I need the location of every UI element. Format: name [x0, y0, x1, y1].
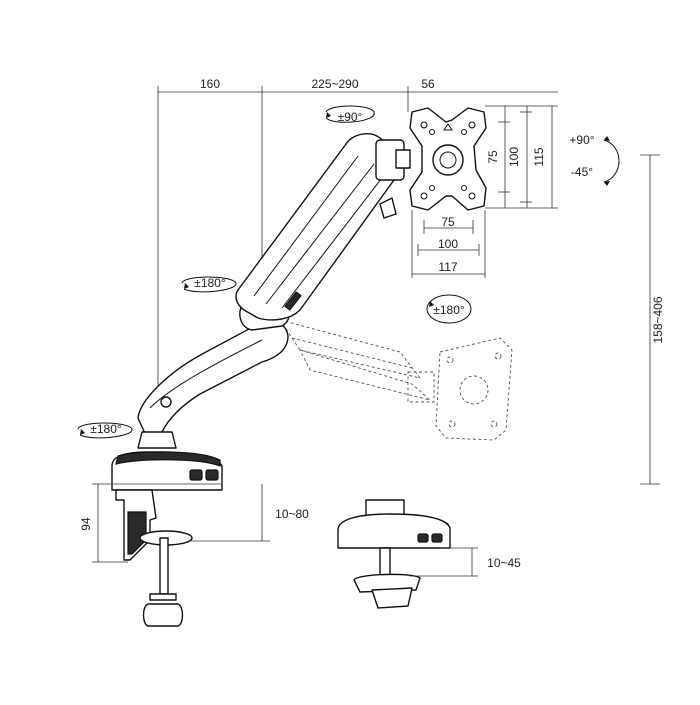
tilt-up-label: +90° [569, 133, 594, 147]
vesa-h-100-label: 100 [438, 237, 458, 251]
vesa-horizontal-dimensions [411, 210, 486, 278]
tilt-arrow [603, 136, 620, 186]
vesa-vertical-dimensions [485, 105, 558, 209]
clamp-dimension-lines [92, 483, 270, 563]
reach-1-label: 160 [200, 77, 220, 91]
lowered-arm-ghost [278, 319, 513, 441]
rotate-plate-badge [426, 294, 472, 324]
vesa-v-100-label: 100 [507, 147, 521, 167]
swivel-base-label: ±180° [90, 422, 122, 436]
swivel-mid-label: ±180° [194, 276, 226, 290]
grommet-range-label: 10~45 [487, 556, 521, 570]
swivel-mid-badge [181, 276, 237, 293]
vesa-h-75-label: 75 [441, 215, 455, 229]
clamp-height-label: 94 [79, 517, 93, 531]
tilt-down-label: -45° [571, 165, 593, 179]
monitor-arm [137, 133, 411, 441]
vesa-v-75-label: 75 [486, 150, 500, 164]
swivel-head-label: ±90° [338, 110, 363, 124]
swivel-base-badge [77, 422, 133, 439]
plate-width-label: 117 [438, 260, 457, 274]
plate-height-label: 115 [532, 147, 546, 166]
vesa-plate [409, 107, 487, 211]
height-range-label: 158~406 [651, 296, 665, 343]
swivel-head-badge [325, 105, 375, 123]
rotate-plate-label: ±180° [433, 303, 465, 317]
reach-2-label: 225~290 [311, 77, 358, 91]
clamp-range-label: 10~80 [275, 507, 309, 521]
grommet-dimension-lines [410, 547, 478, 577]
base-clamp [111, 431, 223, 627]
grommet-base [337, 499, 451, 609]
height-dimension [640, 154, 660, 485]
top-dimension-lines [157, 86, 558, 420]
plate-offset-label: 56 [421, 77, 435, 91]
